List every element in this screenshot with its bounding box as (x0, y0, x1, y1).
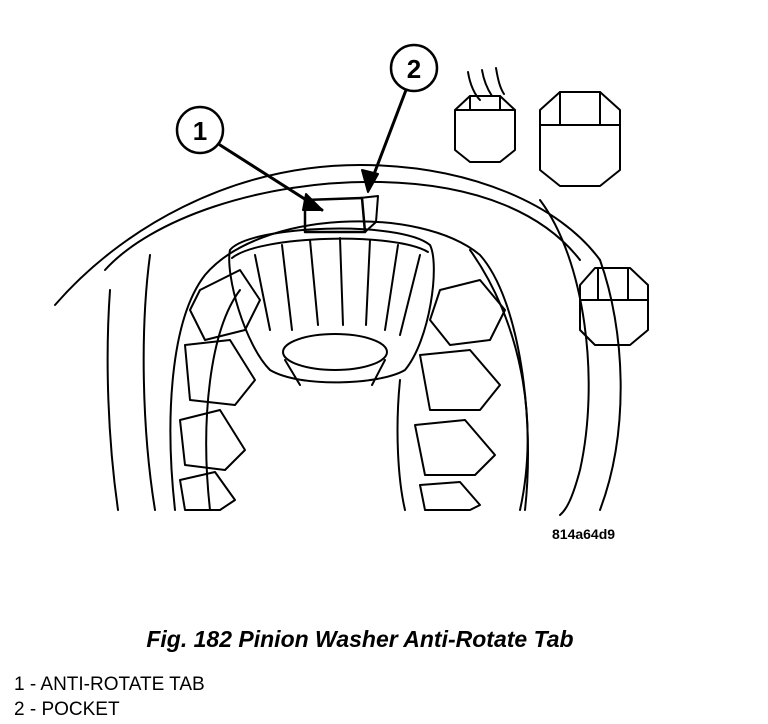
case-window (169, 220, 529, 511)
callout-1: 1 (175, 105, 324, 212)
housing-right-edge (599, 259, 622, 511)
bolt-top-left (454, 67, 516, 163)
pocket (359, 195, 379, 233)
legend: 1 - ANTI-ROTATE TAB 2 - POCKET (14, 672, 205, 722)
housing-outline (54, 164, 601, 306)
image-code: 814a64d9 (552, 526, 616, 542)
housing-flange (104, 180, 581, 271)
callout-1-label: 1 (193, 116, 207, 146)
pinion-gear (228, 227, 435, 386)
legend-item-1: 1 - ANTI-ROTATE TAB (14, 674, 205, 695)
legend-item-2: 2 - POCKET (14, 699, 120, 720)
bolt-top-right (539, 91, 621, 187)
figure-caption: Fig. 182 Pinion Washer Anti-Rotate Tab (146, 626, 574, 652)
callout-2-label: 2 (407, 54, 421, 84)
side-gear-right (396, 279, 506, 511)
callout-2: 2 (361, 43, 439, 193)
differential-illustration: 1 2 (54, 43, 649, 516)
side-gear-left (179, 269, 261, 511)
bolt-middle-right (579, 267, 649, 346)
